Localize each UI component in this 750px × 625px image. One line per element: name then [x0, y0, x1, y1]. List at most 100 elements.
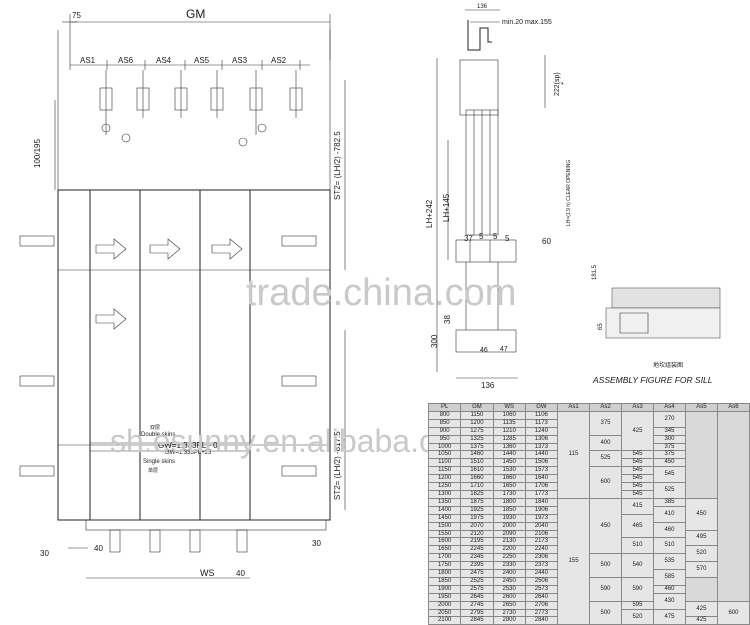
- table-cell-as4: 410: [652, 505, 686, 523]
- table-cell-as2: 600: [589, 466, 622, 499]
- table-cell-gw: 2573: [524, 584, 559, 594]
- dim-46: 46: [480, 347, 488, 354]
- table-cell-as4: 460: [652, 584, 686, 594]
- table-cell-gm: 2070: [460, 521, 494, 531]
- table-cell-as4: 535: [652, 553, 686, 571]
- table-cell-pl: 1700: [427, 553, 462, 563]
- label-gw-double: GW=1.333PL+ 0: [158, 441, 218, 450]
- table-cell-ws: 1730: [492, 489, 526, 499]
- table-cell-gw: 1440: [524, 450, 559, 460]
- table-cell-gw: 2840: [524, 616, 559, 625]
- table-cell-as4: 510: [652, 537, 686, 555]
- table-cell-as4: 450: [652, 458, 686, 468]
- label-single-skins-cn: 单层: [148, 467, 158, 474]
- table-cell-as2: 500: [589, 600, 622, 625]
- table-cell-gm: 2575: [460, 584, 494, 594]
- side-brackets: [19, 235, 317, 477]
- table-cell-as6: [716, 410, 750, 602]
- label-gw-single: GW=1.333PL+25: [165, 450, 212, 456]
- dim-37: 37: [464, 234, 473, 243]
- table-cell-as5: 520: [684, 545, 718, 563]
- table-cell-ws: 2200: [492, 545, 526, 555]
- table-cell-gm: 2245: [460, 545, 494, 555]
- table-cell-as4: 585: [652, 569, 686, 586]
- dim-47: 47: [500, 346, 508, 353]
- table-cell-pl: 1850: [427, 576, 462, 586]
- sill-caption: ASSEMBLY FIGURE FOR SILL: [592, 375, 713, 385]
- table-cell-as3: 545: [621, 466, 654, 476]
- dim-40-left: 40: [94, 544, 103, 553]
- dim-st2-top: ST2= (LH/2) -782.5: [333, 131, 342, 200]
- front-elevation: 75 GM AS1 AS6 AS4 AS5 AS3 AS2 100/19: [19, 7, 346, 579]
- table-cell-gw: 1306: [524, 434, 559, 444]
- table-cell-ws: 2090: [492, 529, 526, 539]
- header-as4: As4: [652, 403, 686, 412]
- table-cell-gm: 2745: [460, 600, 494, 610]
- table-cell-pl: 1450: [427, 513, 462, 523]
- dim-as5: AS5: [194, 56, 210, 65]
- table-cell-as1: 115: [557, 410, 591, 499]
- table-cell-gw: 1973: [524, 513, 559, 523]
- dim-as6: AS6: [118, 56, 134, 65]
- table-cell-as3: 545: [621, 450, 654, 460]
- table-cell-ws: 2650: [492, 600, 526, 610]
- dim-as3: AS3: [232, 56, 248, 65]
- dim-75: 75: [72, 11, 81, 20]
- table-cell-ws: 1210: [492, 426, 526, 436]
- star-mark: *: [561, 82, 564, 89]
- dim-38: 38: [443, 315, 452, 324]
- table-cell-as2: 400: [589, 434, 622, 452]
- table-cell-pl: 1400: [427, 505, 462, 515]
- dim-60: 60: [542, 237, 551, 246]
- table-cell-as5: [684, 410, 718, 499]
- table-cell-as3: 540: [621, 553, 654, 578]
- table-cell-as4: 270: [652, 410, 686, 428]
- table-cell-gm: 1460: [460, 450, 494, 460]
- table-cell-pl: 1050: [427, 450, 462, 460]
- table-cell-gw: 2373: [524, 561, 559, 571]
- table-cell-pl: 900: [427, 426, 462, 436]
- table-cell-as4: 475: [652, 608, 686, 625]
- dim-65: 65: [598, 323, 604, 330]
- table-cell-ws: 2400: [492, 569, 526, 578]
- table-cell-ws: 1285: [492, 434, 526, 444]
- header-gm: GM: [460, 403, 494, 412]
- table-cell-as5: 425: [684, 616, 718, 625]
- table-cell-gm: 2795: [460, 608, 494, 618]
- table-cell-ws: 1060: [492, 410, 526, 420]
- table-cell-as4: 545: [652, 466, 686, 484]
- table-cell-gm: 1275: [460, 426, 494, 436]
- table-cell-pl: 850: [427, 418, 462, 428]
- table-cell-gm: 1325: [460, 434, 494, 444]
- watermark-alibaba: sh.esunny.en.alibaba.com: [110, 423, 479, 459]
- table-cell-gw: 1173: [524, 418, 559, 428]
- table-cell-as4: 460: [652, 521, 686, 539]
- table-cell-gw: 2306: [524, 553, 559, 563]
- table-cell-gm: 1375: [460, 442, 494, 452]
- label-double-skins-cn: 双层: [150, 425, 160, 431]
- table-cell-gm: 1875: [460, 497, 494, 507]
- header-ws: WS: [492, 403, 526, 412]
- table-cell-ws: 2330: [492, 561, 526, 571]
- table-cell-ws: 2800: [492, 616, 526, 625]
- table-cell-as5: 425: [684, 600, 718, 618]
- table-cell-as4: 375: [652, 442, 686, 452]
- dim-ws: WS: [200, 568, 215, 578]
- table-cell-as3: 545: [621, 474, 654, 484]
- table-cell-pl: 1550: [427, 529, 462, 539]
- table-cell-gw: 2240: [524, 545, 559, 555]
- table-cell-gw: 1373: [524, 442, 559, 452]
- dim-as4: AS4: [156, 56, 172, 65]
- top-hangers: [99, 70, 303, 147]
- table-cell-gw: 2706: [524, 600, 559, 610]
- table-cell-pl: 800: [427, 410, 462, 420]
- table-cell-pl: 2050: [427, 608, 462, 618]
- dim-lh-242: LH+242: [425, 199, 434, 228]
- table-cell-gm: 1510: [460, 458, 494, 468]
- dim-lh-145: LH+145: [442, 193, 451, 222]
- dim-136-top: 136: [477, 4, 488, 10]
